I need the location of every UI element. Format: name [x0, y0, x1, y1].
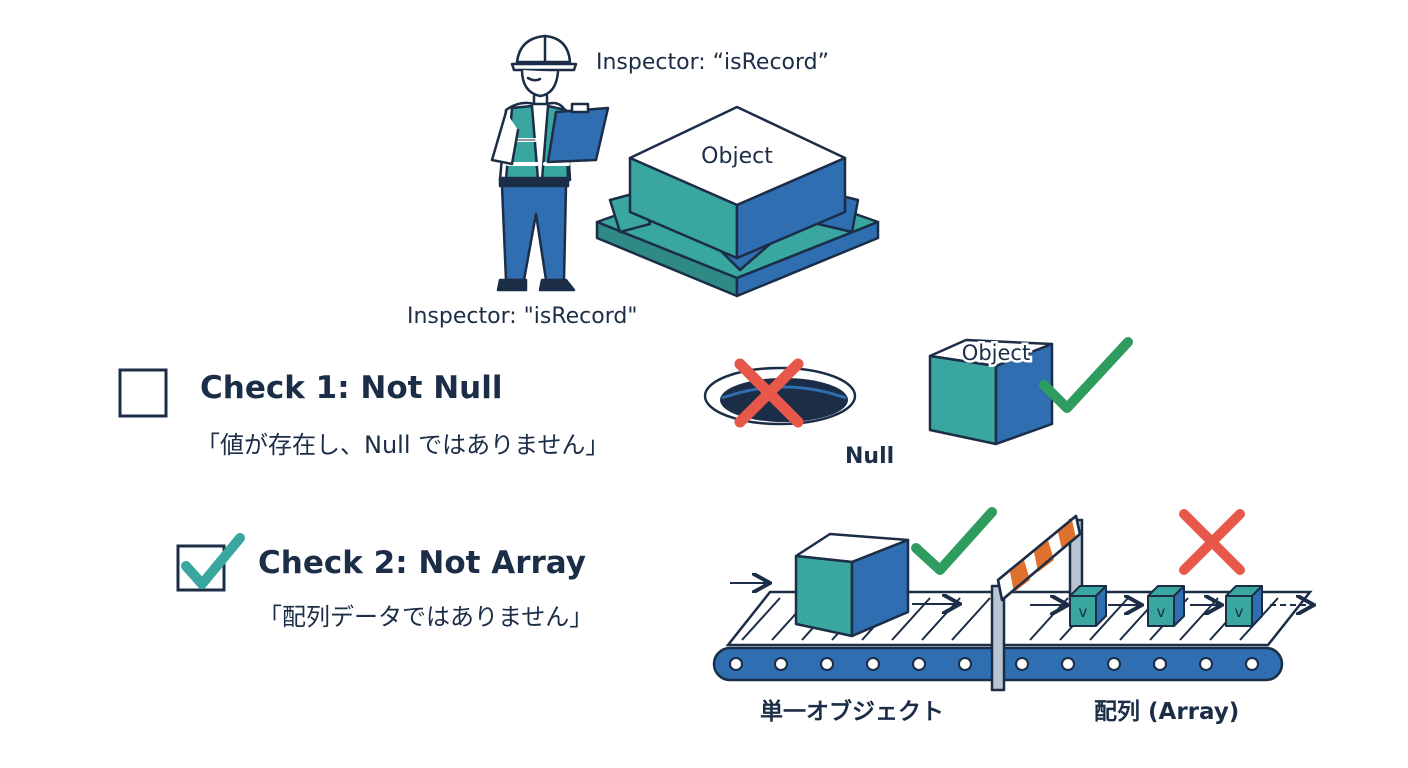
check1-title: Check 1: Not Null [200, 370, 503, 406]
red-x-icon-null [734, 358, 804, 428]
object-box-label: Object [962, 341, 1030, 365]
red-x-icon-array [1179, 509, 1245, 575]
barrier-gate [990, 514, 1084, 692]
check2-checkmark-icon [181, 533, 245, 589]
inspector-figure [490, 34, 610, 292]
single-object-label: 単一オブジェクト [760, 699, 944, 725]
check1-subtitle: 「値が存在し、Null ではありません」 [196, 431, 610, 459]
conveyor-arrows [730, 583, 1312, 605]
array-label: 配列 (Array) [1094, 699, 1240, 725]
single-object-cube [794, 532, 910, 638]
inspector-label-bottom: Inspector: "isRecord" [407, 304, 638, 329]
array-item-cubes [1069, 585, 1263, 627]
check1-checkbox[interactable] [118, 368, 168, 418]
array-item-label-3: v [1235, 603, 1244, 621]
pallet-box-label: Object [701, 144, 773, 169]
check2-subtitle: 「配列データではありません」 [258, 603, 594, 631]
array-item-label-1: v [1079, 603, 1088, 621]
inspector-label-top: Inspector: “isRecord” [596, 50, 830, 75]
green-check-icon-object [1039, 337, 1133, 413]
object-box-small [928, 338, 1054, 446]
check2-title: Check 2: Not Array [258, 545, 586, 581]
green-check-icon-single [911, 507, 997, 575]
null-label: Null [845, 444, 895, 469]
array-item-label-2: v [1157, 603, 1166, 621]
pallet-object-box [595, 105, 880, 298]
